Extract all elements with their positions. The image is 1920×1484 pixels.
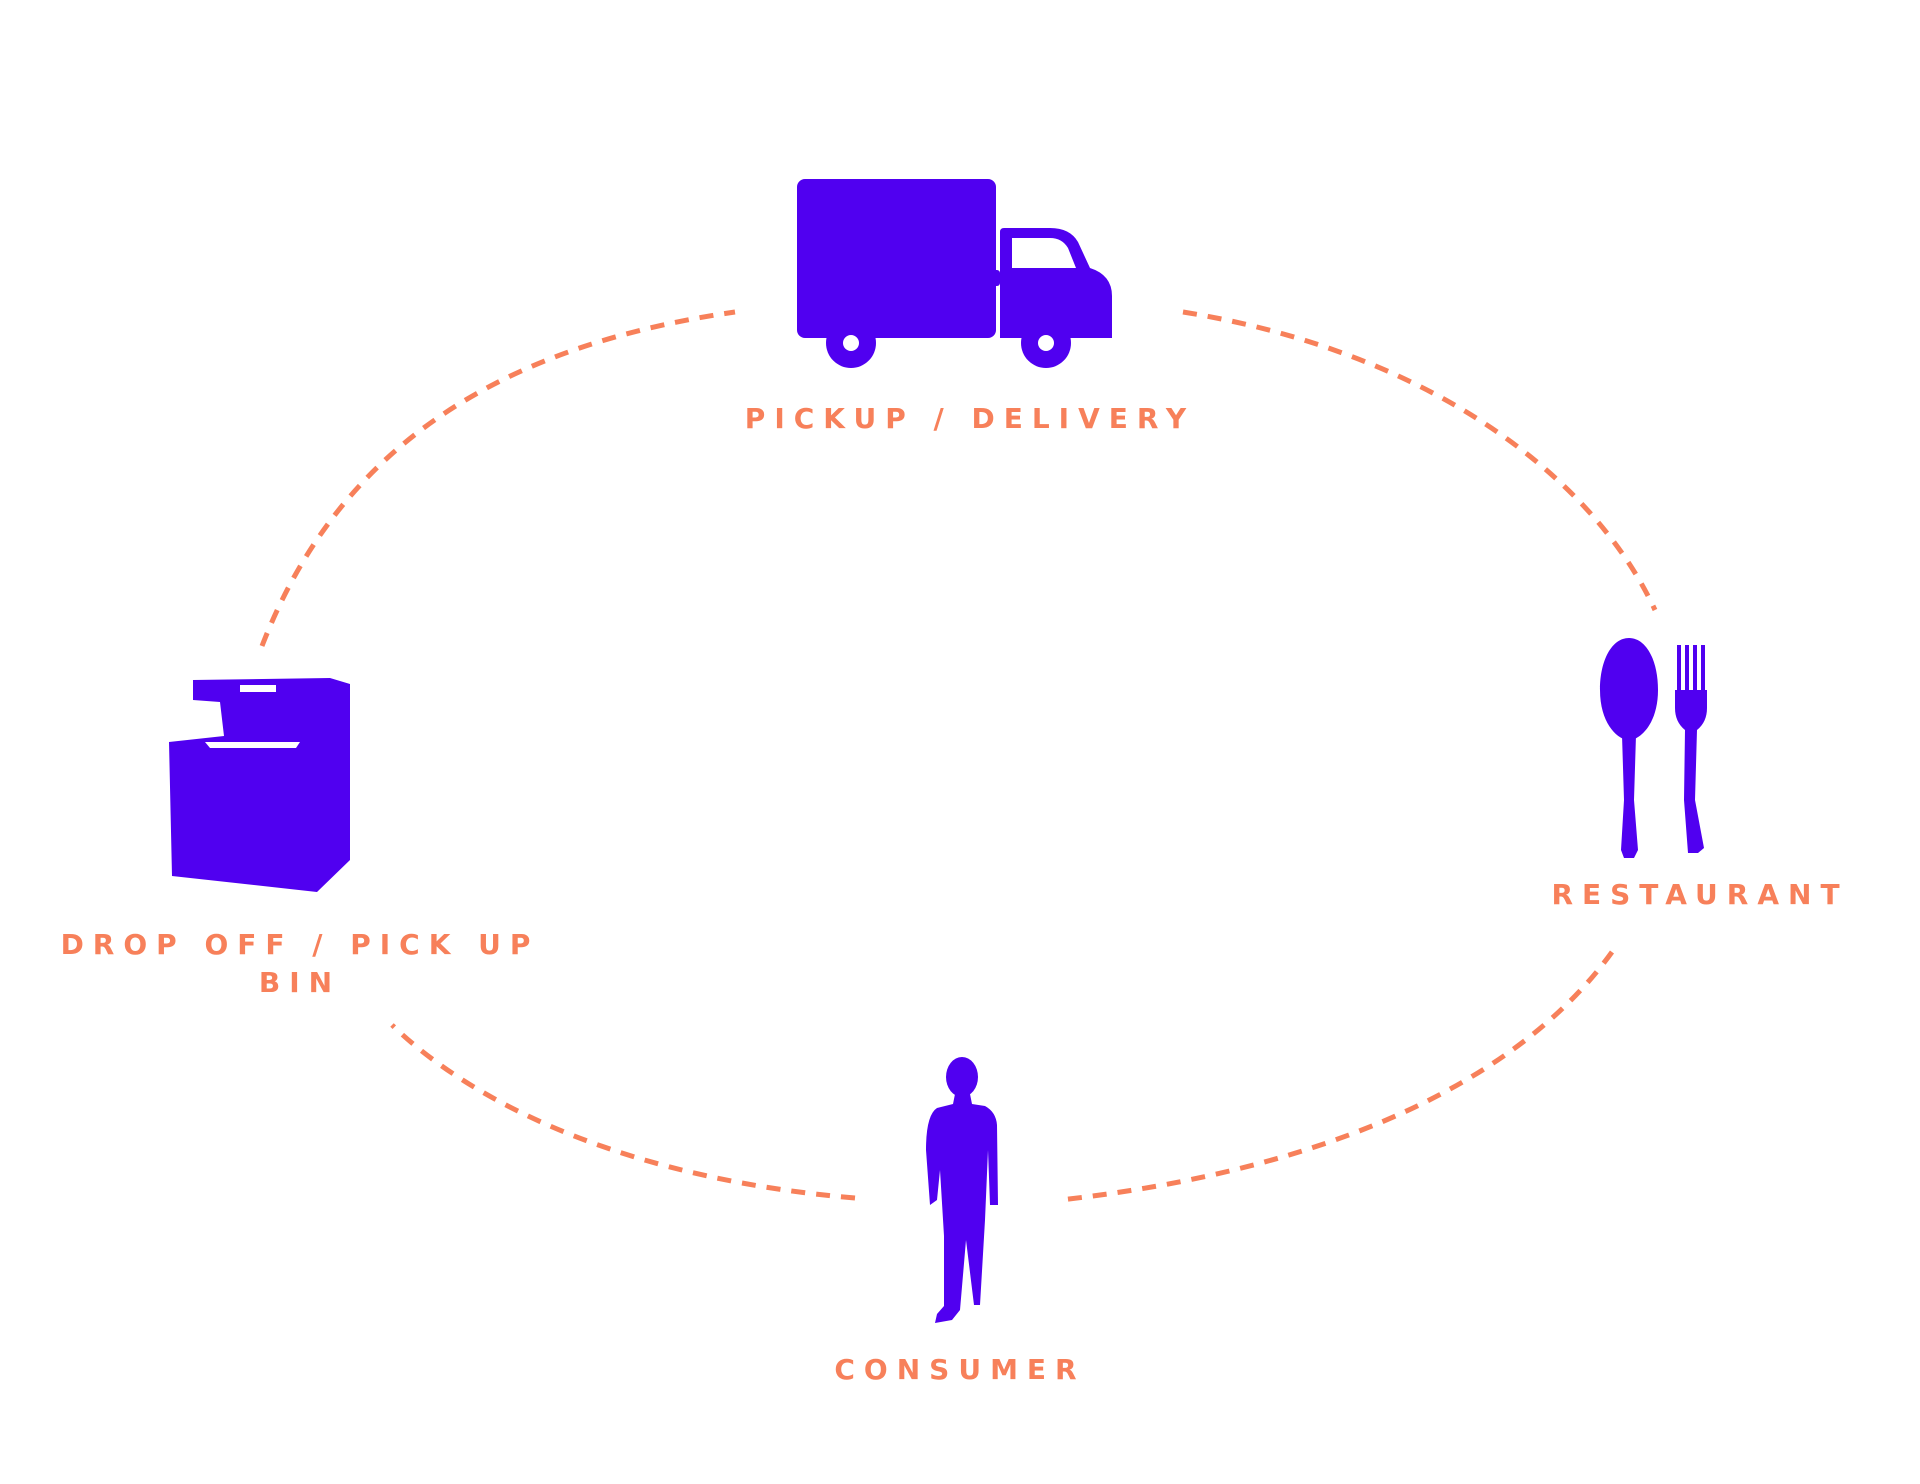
connector-bin-to-truck: [259, 309, 736, 647]
spoon-icon: [1600, 638, 1658, 858]
label-restaurant: RESTAURANT: [1500, 876, 1900, 914]
label-drop-off-bin-line1: DROP OFF / PICK UP: [60, 928, 540, 961]
label-consumer: CONSUMER: [760, 1351, 1160, 1389]
label-consumer-text: CONSUMER: [834, 1353, 1086, 1386]
connectors: [259, 309, 1658, 1203]
delivery-truck-icon: [797, 179, 1112, 368]
label-pickup-delivery: PICKUP / DELIVERY: [660, 400, 1280, 438]
label-drop-off-bin: DROP OFF / PICK UP BIN: [60, 926, 540, 1002]
person-walking-icon: [926, 1057, 998, 1323]
label-restaurant-text: RESTAURANT: [1551, 878, 1849, 911]
label-drop-off-bin-line2: BIN: [258, 966, 342, 999]
label-pickup-delivery-text: PICKUP / DELIVERY: [744, 402, 1196, 435]
connector-consumer-to-bin: [390, 1023, 856, 1201]
connector-restaurant-to-consumer: [1059, 950, 1615, 1203]
fork-icon: [1675, 645, 1707, 853]
drop-off-bin-icon: [169, 678, 350, 892]
connector-truck-to-restaurant: [1182, 309, 1658, 612]
spoon-fork-icon: [1600, 638, 1707, 858]
